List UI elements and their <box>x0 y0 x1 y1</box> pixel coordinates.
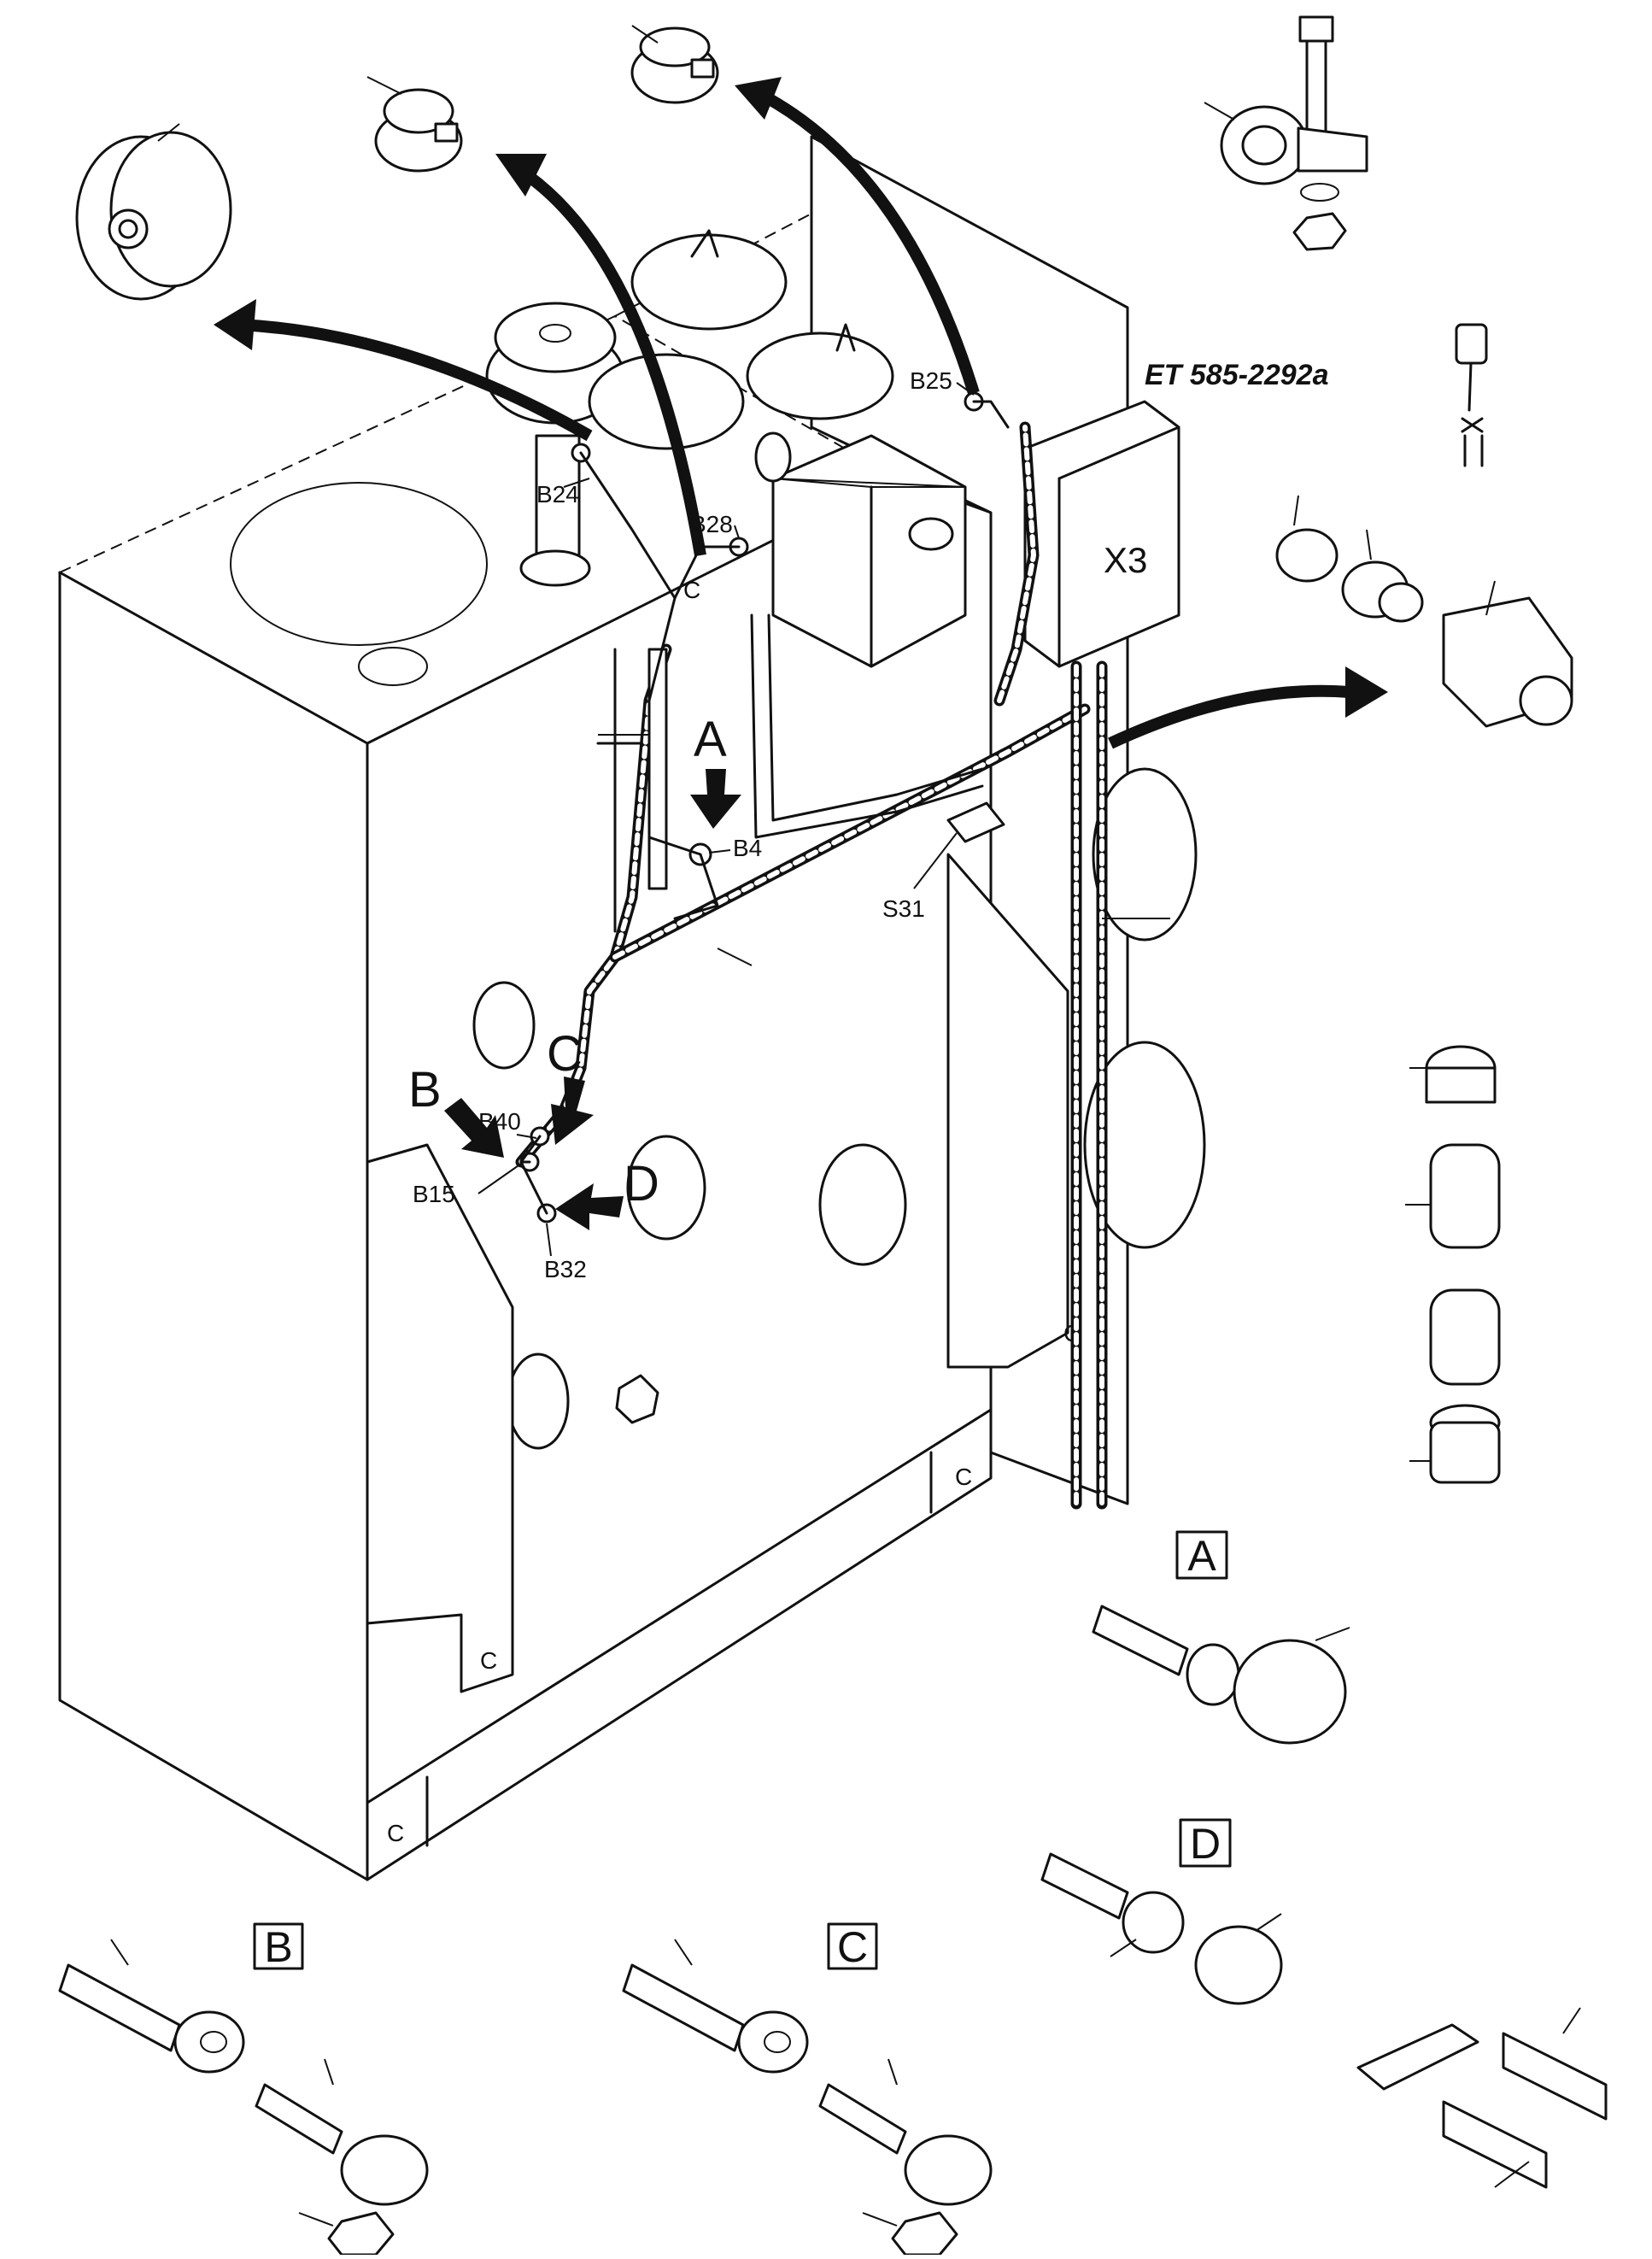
callout-a-letter: A <box>694 712 727 767</box>
svg-text:C: C <box>387 1820 404 1846</box>
pressure-switch-part <box>366 76 463 173</box>
disc-sender-part <box>75 123 232 301</box>
junction-box-x3-label: X3 <box>1104 540 1147 580</box>
engine-block: C C C C C <box>57 135 1206 1881</box>
detail-view-d: D <box>1040 1818 1283 2005</box>
bushing-stack <box>1405 1045 1501 1484</box>
pressure-switch-part <box>630 25 719 104</box>
detail-d-label: D <box>1190 1820 1221 1868</box>
sensor-b15-label: B15 <box>413 1181 455 1207</box>
detail-c-label: C <box>837 1923 868 1971</box>
document-reference: ET 585-2292a <box>1145 359 1329 391</box>
detail-view-a: A <box>1092 1530 1350 1745</box>
detail-view-b: B <box>58 1922 429 2256</box>
callout-c-letter: C <box>547 1026 583 1082</box>
sensor-b32-label: B32 <box>544 1256 587 1282</box>
callout-d-letter: D <box>624 1156 659 1212</box>
limit-switch-parts <box>1275 495 1573 728</box>
sensor-b25-label: B25 <box>910 367 952 394</box>
cable-clamp-parts <box>1356 2007 1608 2189</box>
sensor-b40-label: B40 <box>478 1108 521 1135</box>
callout-b-letter: B <box>408 1062 442 1118</box>
switch-s31-label: S31 <box>882 895 925 922</box>
sensor-b4-label: B4 <box>733 835 762 861</box>
callout-arrows <box>214 77 1388 1230</box>
cable-terminal-part <box>1455 323 1488 467</box>
wiring-harness <box>515 391 1108 1510</box>
inspection-cover <box>626 1135 706 1241</box>
detail-b-label: B <box>264 1923 292 1971</box>
inspection-cover <box>818 1143 907 1266</box>
svg-text:C: C <box>955 1464 972 1490</box>
top-cover-plate <box>230 482 488 646</box>
labels: ET 585-2292a X3 B24 B28 B25 B4 S31 B40 B… <box>408 359 1329 1282</box>
svg-text:C: C <box>683 577 700 603</box>
switch-s31 <box>946 801 1005 843</box>
detail-view-c: C <box>622 1922 993 2256</box>
svg-text:C: C <box>480 1647 497 1674</box>
sensor-b24-label: B24 <box>536 481 579 508</box>
clamp-bolt-assembly <box>1204 15 1368 251</box>
detail-a-label: A <box>1187 1532 1216 1580</box>
top-components <box>485 229 1180 668</box>
sensor-b28-label: B28 <box>690 511 733 537</box>
